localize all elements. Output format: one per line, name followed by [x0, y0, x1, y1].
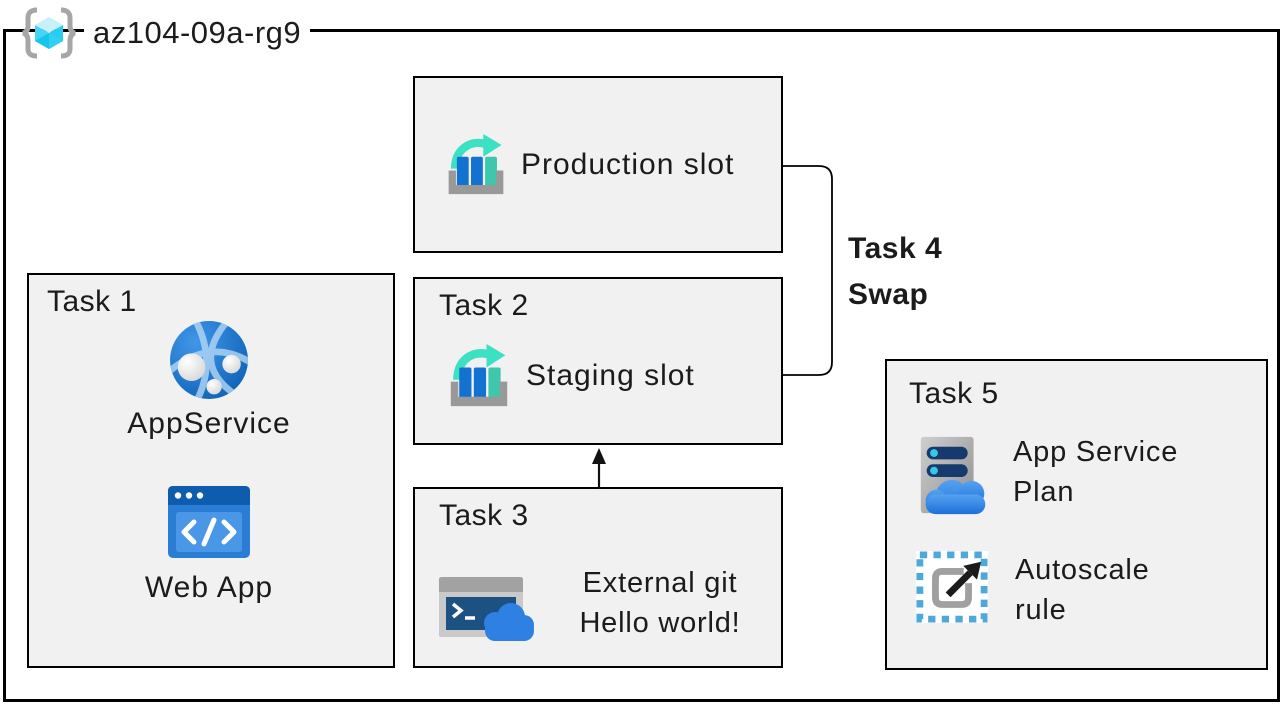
production-slot-label: Production slot — [521, 147, 735, 181]
task3-caption: External git Hello world! — [555, 563, 765, 643]
app-service-plan-line1: App Service — [1013, 436, 1179, 468]
deployment-slots-icon — [448, 133, 504, 194]
autoscale-rule-line2: rule — [1015, 594, 1067, 626]
cloud-shell-icon — [439, 577, 534, 641]
autoscale-rule-row: Autoscale rule — [915, 550, 1150, 630]
production-slot-box: Production slot — [413, 76, 783, 253]
autoscale-rule-line1: Autoscale — [1015, 554, 1150, 586]
task3-caption-line2: Hello world! — [579, 607, 741, 639]
swap-bracket-connector — [783, 165, 833, 376]
app-service-plan-line2: Plan — [1013, 476, 1075, 508]
app-service-label: AppService — [127, 407, 291, 440]
task1-title: Task 1 — [47, 285, 137, 318]
staging-slot-label: Staging slot — [526, 359, 695, 392]
app-service-plan-icon — [920, 436, 986, 515]
task5-box: Task 5 — [885, 359, 1268, 670]
staging-slot-row: Staging slot — [447, 342, 695, 410]
app-service-plan-row: App Service Plan — [913, 434, 1178, 518]
web-app-icon — [168, 486, 250, 558]
task2-box: Task 2 Staging slot — [413, 277, 783, 445]
resource-group-border — [3, 29, 1280, 702]
task3-title: Task 3 — [439, 499, 529, 532]
app-service-icon — [170, 321, 248, 399]
task4-label: Task 4 Swap — [848, 226, 942, 318]
task3-to-task2-arrow — [592, 448, 606, 489]
task3-caption-line1: External git — [582, 567, 738, 599]
task4-label-line1: Task 4 — [848, 232, 943, 265]
task4-label-line2: Swap — [848, 278, 929, 311]
task1-content: AppService Web App — [39, 319, 379, 605]
deployment-slots-icon — [450, 344, 508, 407]
app-service-plan-caption: App Service Plan — [1013, 432, 1178, 518]
resource-group-icon — [22, 7, 76, 59]
task5-title: Task 5 — [909, 377, 999, 410]
task2-title: Task 2 — [439, 289, 529, 322]
task3-box: Task 3 External git Hello world! — [413, 487, 783, 668]
production-slot-row: Production slot — [415, 78, 781, 251]
autoscale-rule-caption: Autoscale rule — [1015, 550, 1150, 630]
task1-box: Task 1 — [27, 273, 395, 668]
autoscale-icon — [915, 550, 989, 624]
resource-group-title: az104-09a-rg9 — [84, 11, 311, 55]
web-app-label: Web App — [144, 571, 274, 604]
